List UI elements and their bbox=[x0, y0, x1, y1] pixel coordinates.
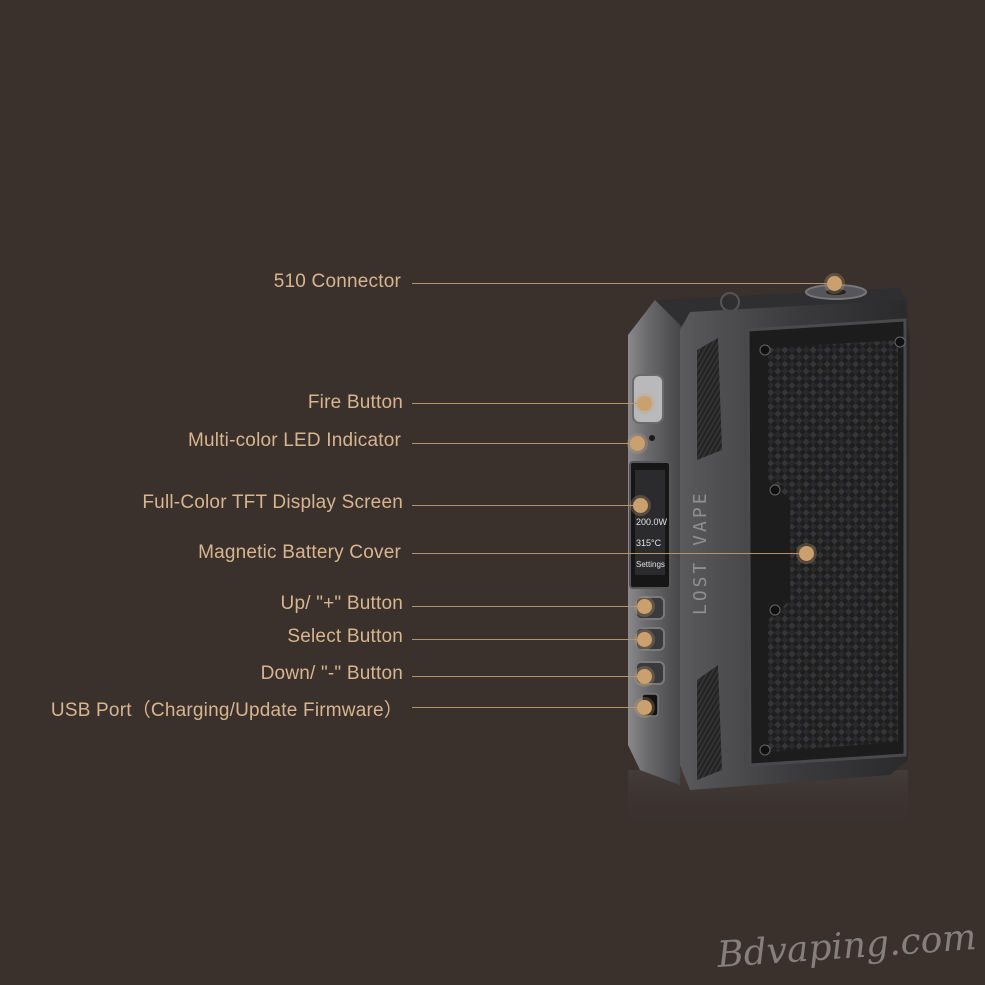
callout-label: Fire Button bbox=[307, 392, 403, 413]
screw-icon bbox=[759, 744, 771, 756]
leader-line bbox=[412, 403, 644, 404]
leader-line bbox=[412, 505, 641, 506]
screen-line-1: 200.0W bbox=[636, 517, 668, 527]
brand-text: LOST VAPE bbox=[690, 490, 711, 615]
callout-dot bbox=[637, 669, 652, 684]
screen-line-3: Settings bbox=[636, 560, 665, 569]
callout-label: USB Port（Charging/Update Firmware） bbox=[50, 700, 403, 721]
leader-line bbox=[412, 707, 644, 708]
callout-dot bbox=[637, 396, 652, 411]
callout-dot bbox=[633, 498, 648, 513]
callout-dot bbox=[637, 599, 652, 614]
callout-dot bbox=[827, 276, 842, 291]
leader-line bbox=[412, 676, 644, 677]
leader-line bbox=[412, 606, 644, 607]
screw-icon bbox=[769, 604, 781, 616]
screw-icon bbox=[769, 484, 781, 496]
callout-dot bbox=[637, 700, 652, 715]
led-indicator-shape bbox=[649, 435, 655, 441]
callout-label: Full-Color TFT Display Screen bbox=[142, 492, 403, 513]
callout-label: Magnetic Battery Cover bbox=[198, 542, 401, 563]
grip-bottom bbox=[697, 665, 722, 780]
callout-label: 510 Connector bbox=[273, 271, 401, 292]
callout-label: Up/ "+" Button bbox=[280, 593, 403, 614]
leader-line bbox=[412, 443, 638, 444]
screw-icon bbox=[894, 336, 906, 348]
screw-icon bbox=[759, 344, 771, 356]
battery-cover-carbon bbox=[768, 340, 898, 752]
grip-top bbox=[697, 338, 722, 460]
leader-line bbox=[412, 283, 834, 284]
callout-label: Multi-color LED Indicator bbox=[187, 430, 401, 451]
screen-line-2: 315°C bbox=[636, 538, 662, 548]
callout-dot bbox=[637, 632, 652, 647]
callout-dot bbox=[630, 436, 645, 451]
callout-label: Down/ "-" Button bbox=[260, 663, 403, 684]
leader-line bbox=[412, 639, 644, 640]
leader-line bbox=[412, 553, 806, 554]
callout-label: Select Button bbox=[287, 626, 403, 647]
callout-dot bbox=[799, 546, 814, 561]
